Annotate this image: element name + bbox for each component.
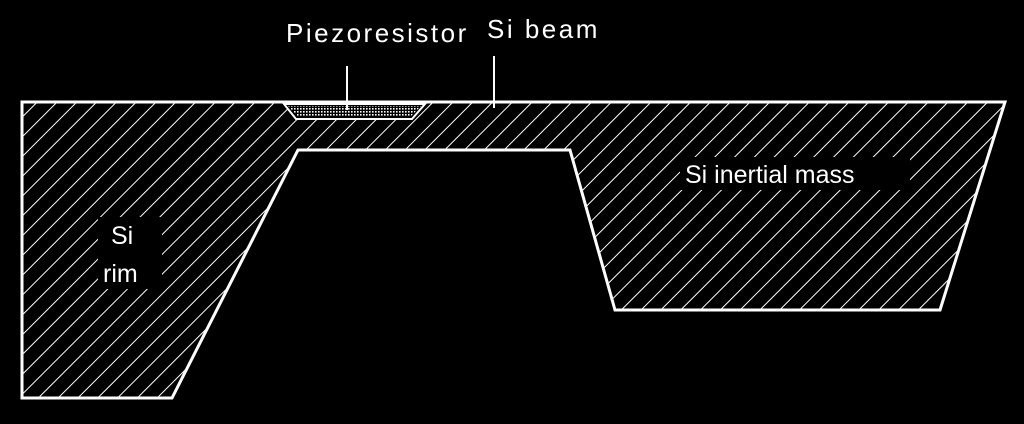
label-si-beam: Si beam [487,14,600,44]
label-si-rim-background [98,217,162,289]
label-si-rim-line2: rim [103,260,138,288]
label-si-rim-line1: Si [111,222,133,250]
label-si-inertial-mass-background [680,157,910,190]
label-piezoresistor: Piezoresistor [286,18,469,48]
silicon-structure [20,100,1008,400]
piezoresistor-fill [288,106,421,117]
label-si-inertial-mass: Si inertial mass [685,161,855,189]
